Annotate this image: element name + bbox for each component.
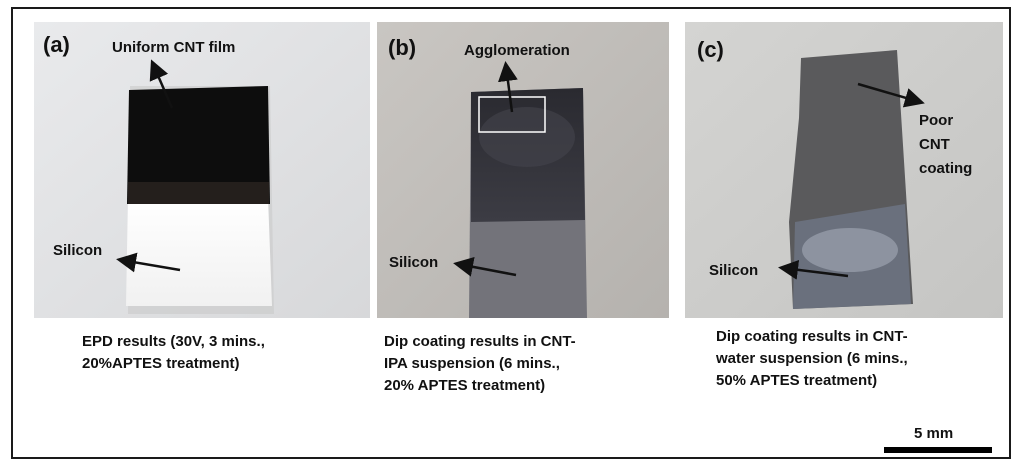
panel-a-photo xyxy=(34,22,370,318)
silicon-label-c: Silicon xyxy=(709,262,759,279)
agglomeration-label: Agglomeration xyxy=(464,42,570,59)
silicon-label-a: Silicon xyxy=(53,242,103,259)
uniform-cnt-film-label: Uniform CNT film xyxy=(112,39,236,56)
silicon-label-b: Silicon xyxy=(389,254,439,271)
panel-c-photo xyxy=(685,22,1003,318)
panel-c-label: (c) xyxy=(697,37,724,62)
poor-cnt-coating-label: Poor CNT coating xyxy=(919,112,973,177)
arrow-agglomeration xyxy=(498,61,518,113)
panel-a-label: (a) xyxy=(43,32,70,57)
scale-bar-label: 5 mm xyxy=(914,425,954,442)
caption-a: EPD results (30V, 3 mins., 20%APTES trea… xyxy=(82,333,265,372)
arrow-silicon-a xyxy=(116,252,181,273)
panel-b-photo xyxy=(377,22,669,318)
arrow-poor-cnt-coating xyxy=(857,82,925,108)
arrow-silicon-b xyxy=(453,256,517,277)
scale-bar xyxy=(884,447,992,453)
arrow-silicon-c xyxy=(778,259,849,280)
panel-b-label: (b) xyxy=(388,35,417,60)
caption-c: Dip coating results in CNT- water suspen… xyxy=(716,328,908,389)
caption-b: Dip coating results in CNT- IPA suspensi… xyxy=(384,333,576,394)
arrow-uniform-cnt-film xyxy=(149,59,174,109)
